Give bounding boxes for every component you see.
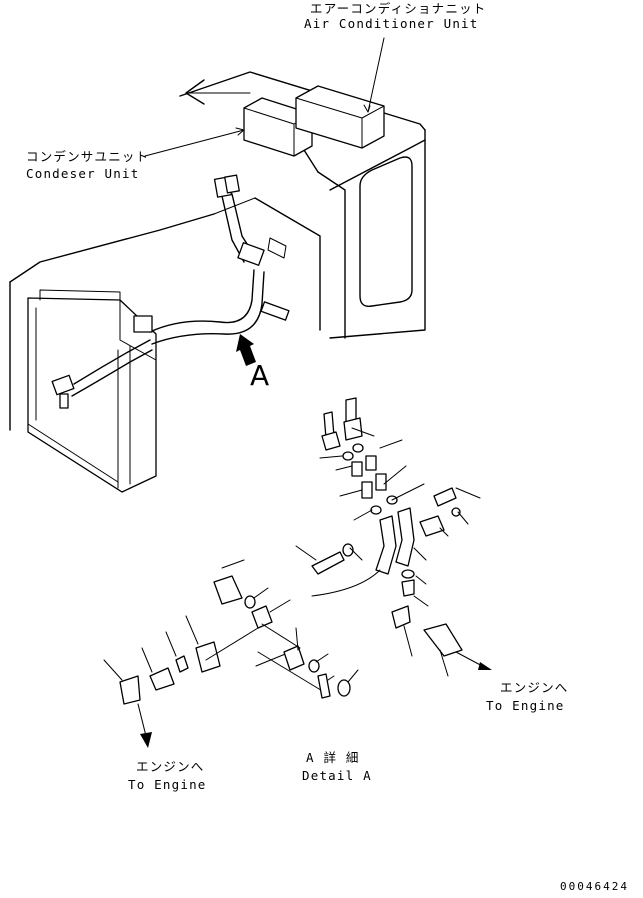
radiator-core: [27, 289, 157, 493]
leader-lines-top: [144, 37, 385, 157]
to-engine-right-en: To Engine: [486, 698, 565, 713]
to-engine-right-jp: エンジンへ: [500, 680, 569, 695]
to-engine-arrows: [137, 651, 492, 748]
view-arrow-a: [236, 334, 256, 366]
to-engine-left-en: To Engine: [128, 777, 207, 792]
detail-label-jp: A 詳 細: [306, 750, 360, 765]
ac-unit-box: [295, 85, 385, 149]
to-engine-left-jp: エンジンへ: [136, 759, 205, 774]
hose-assembly: [51, 174, 290, 409]
condenser-label-jp: コンデンサユニット: [26, 149, 149, 164]
detail-label-en: Detail A: [302, 768, 372, 783]
ac-unit-label-en: Air Conditioner Unit: [304, 16, 479, 31]
view-letter: A: [250, 359, 269, 392]
detail-a-parts: [119, 397, 463, 705]
condenser-unit-box: [243, 97, 313, 157]
leader-lines-detail: [103, 427, 481, 683]
drawing-code: 00046424: [560, 880, 629, 893]
condenser-label-en: Condeser Unit: [26, 166, 139, 181]
ac-unit-label-jp: エアーコンディショナニット: [310, 1, 486, 16]
